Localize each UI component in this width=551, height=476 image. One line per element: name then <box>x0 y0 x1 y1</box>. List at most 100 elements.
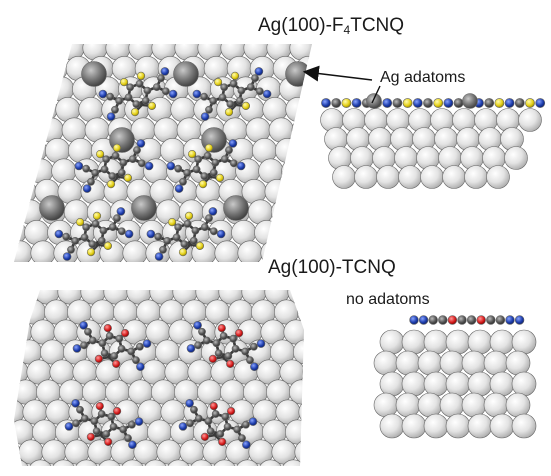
silver-atom <box>327 460 351 476</box>
carbon-atom <box>216 430 225 438</box>
carbon-atom <box>209 97 218 105</box>
oxygen-atom <box>218 437 227 447</box>
fluorine-atom <box>95 150 105 159</box>
molecule-atom <box>457 315 467 325</box>
carbon-atom <box>180 240 189 249</box>
f4tcnq-molecule <box>166 139 246 193</box>
fluorine-atom <box>214 77 223 87</box>
silver-atom <box>417 392 443 418</box>
silver-atom <box>257 459 283 466</box>
carbon-atom <box>200 223 209 231</box>
oxygen-atom <box>95 402 104 411</box>
fluorine-atom <box>215 173 224 182</box>
silver-atom <box>297 138 312 164</box>
carbon-atom <box>198 327 206 336</box>
silver-atom <box>331 420 355 444</box>
silver-atom <box>363 200 387 224</box>
silver-atom <box>319 56 343 80</box>
silver-atom <box>445 371 471 397</box>
silver-atom <box>317 200 341 224</box>
silver-atom <box>405 36 429 60</box>
nitrogen-atom <box>256 339 266 348</box>
nitrogen-atom <box>192 89 202 99</box>
fluorine-atom <box>195 241 204 250</box>
molecule-atom <box>514 315 525 325</box>
carbon-atom <box>211 410 220 418</box>
silver-atom <box>445 413 471 439</box>
carbon-atom <box>71 236 80 245</box>
carbon-atom <box>84 327 92 336</box>
nitrogen-atom <box>178 422 188 431</box>
silver-atom <box>439 350 465 376</box>
silver-atom <box>270 199 296 225</box>
oxygen-atom <box>226 359 235 369</box>
carbon-atom <box>141 96 150 105</box>
adatoms-annotation: Ag adatoms <box>380 69 466 86</box>
carbon-atom <box>200 172 209 181</box>
carbon-atom <box>154 232 163 241</box>
silver-atom <box>14 240 33 262</box>
nitrogen-atom <box>186 344 196 353</box>
carbon-atom <box>238 434 246 443</box>
carbon-atom <box>127 347 136 356</box>
tcnq-molecule <box>64 398 144 450</box>
nitrogen-atom <box>106 112 116 121</box>
carbon-atom <box>117 168 126 177</box>
adatom-arrow-2 <box>371 85 381 104</box>
molecule-atom <box>409 315 419 325</box>
silver-atom <box>359 36 383 60</box>
silver-atom <box>489 329 515 355</box>
molecule-atom <box>504 98 515 108</box>
fluorine-atom <box>92 211 102 220</box>
carbon-atom <box>157 74 165 83</box>
oxygen-atom <box>209 402 218 411</box>
silver-atom <box>14 379 15 405</box>
carbon-atom <box>115 97 124 105</box>
silver-atom <box>74 459 100 466</box>
silver-atom <box>339 340 363 364</box>
carbon-atom <box>163 236 172 245</box>
silver-atom <box>325 77 349 101</box>
ag-adatom <box>223 195 249 221</box>
silver-atom <box>445 329 471 355</box>
carbon-atom <box>97 236 106 245</box>
silver-atom <box>461 392 487 418</box>
silver-atom <box>122 240 148 262</box>
ag-adatom <box>131 195 157 221</box>
oxygen-atom <box>200 432 209 442</box>
carbon-atom <box>241 347 250 356</box>
tcnq-side-view <box>373 315 537 439</box>
silver-atom <box>332 165 356 189</box>
carbon-atom <box>161 87 170 96</box>
oxygen-atom <box>94 354 103 364</box>
carbon-atom <box>186 419 194 428</box>
carbon-atom <box>229 159 238 168</box>
ag-adatom <box>462 93 478 109</box>
silver-atom <box>423 329 449 355</box>
silver-atom <box>14 76 29 102</box>
molecule-atom <box>495 315 506 325</box>
carbon-atom <box>117 227 126 236</box>
nitrogen-atom <box>62 252 72 261</box>
tcnq-top-view <box>14 290 363 476</box>
silver-atom <box>313 36 337 60</box>
carbon-atom <box>202 336 211 345</box>
carbon-atom <box>126 83 135 92</box>
silver-atom <box>27 459 53 466</box>
silver-atom <box>302 76 312 102</box>
silver-atom <box>489 413 515 439</box>
nitrogen-atom <box>136 139 146 148</box>
oxygen-atom <box>112 407 122 416</box>
adatom-arrow <box>302 65 373 82</box>
silver-atom <box>423 371 449 397</box>
nitrogen-atom <box>242 440 251 450</box>
carbon-atom <box>152 83 161 91</box>
silver-atom <box>287 179 312 205</box>
silver-atom <box>373 350 399 376</box>
silver-atom <box>395 392 421 418</box>
nitrogen-atom <box>136 362 145 372</box>
silver-atom <box>486 165 510 189</box>
carbon-atom <box>220 83 229 92</box>
